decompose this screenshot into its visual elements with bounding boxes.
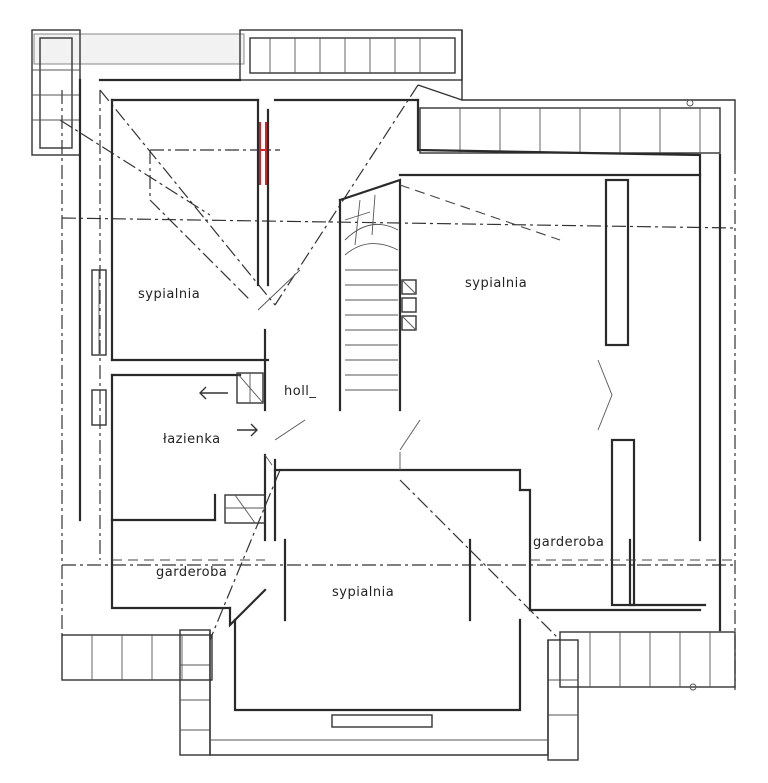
eaves-top	[239, 29, 463, 81]
doors	[257, 269, 613, 470]
room-label-sypialnia-right: sypialnia	[465, 276, 527, 291]
ventilation-block-lazienka	[224, 494, 266, 524]
eaves-bottom-left	[61, 629, 213, 756]
room-label-sypialnia-bottom: sypialnia	[332, 585, 394, 600]
room-label-garderoba-right: garderoba	[533, 535, 604, 550]
chimney-block	[401, 279, 417, 331]
room-label-lazienka: łazienka	[163, 432, 221, 447]
eaves-top-right	[417, 30, 736, 160]
ventilation-block-holl	[236, 372, 264, 404]
red-marker	[259, 122, 267, 185]
room-label-sypialnia-left: sypialnia	[138, 287, 200, 302]
walls	[78, 78, 722, 728]
dashed-lines	[112, 184, 735, 561]
room-label-holl: holl_	[284, 384, 316, 399]
arrow-right-icon	[237, 423, 258, 437]
room-label-garderoba-left: garderoba	[156, 565, 227, 580]
staircase	[344, 194, 399, 391]
eaves-bottom	[209, 630, 549, 756]
header-strip	[33, 33, 245, 65]
arrow-left-icon	[199, 386, 228, 400]
eaves-bottom-right	[547, 631, 736, 761]
